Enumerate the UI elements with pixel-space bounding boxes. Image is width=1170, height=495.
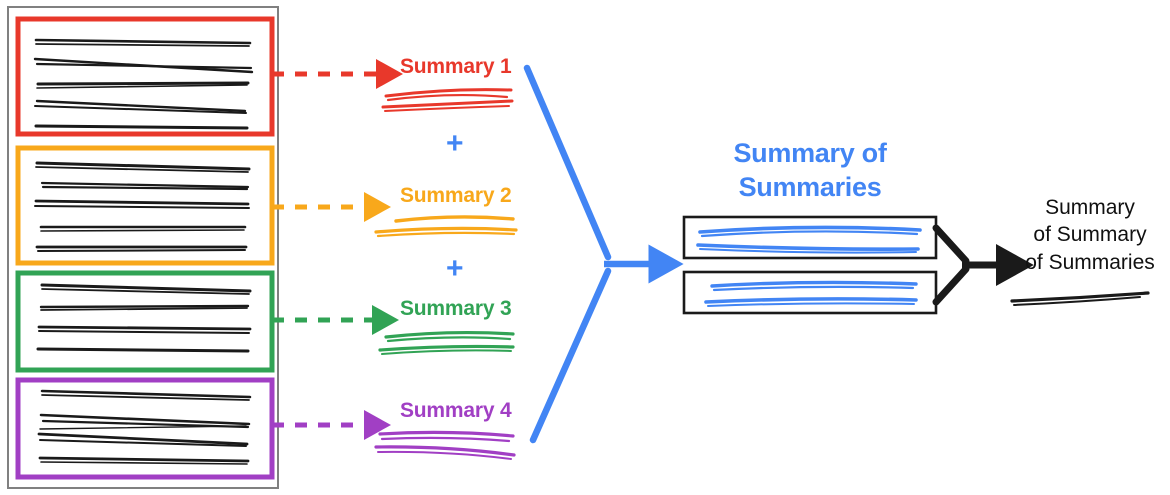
summary-of-summaries-box-1[interactable] <box>682 215 938 260</box>
final-summary-title-line-2: of Summary <box>1033 223 1147 247</box>
final-summary-title-line-3: of Summaries <box>1025 250 1155 274</box>
summary-squiggle-1 <box>381 88 514 112</box>
final-merge-arrow-black <box>932 224 1034 306</box>
summary-of-summaries-title-line-1: Summary of <box>733 138 887 168</box>
summary-label-1[interactable]: Summary 1 <box>400 55 512 78</box>
summary-squiggle-4 <box>374 430 516 460</box>
summary-squiggle-2 <box>374 215 518 238</box>
summary-of-summaries-squiggle-2 <box>704 280 918 307</box>
summary-label-2[interactable]: Summary 2 <box>400 184 512 207</box>
source-lines-group-1 <box>33 38 254 130</box>
source-lines-group-4 <box>37 389 252 465</box>
source-lines-group-3 <box>36 283 252 353</box>
summary-squiggle-3 <box>378 330 515 355</box>
source-group-box-1[interactable] <box>15 16 275 137</box>
final-summary-title-line-1: Summary <box>1045 196 1135 219</box>
summary-label-3[interactable]: Summary 3 <box>400 297 512 320</box>
plus-operator-2: + <box>446 252 464 285</box>
summary-of-summaries-squiggle-1 <box>696 225 922 254</box>
summary-of-summaries-title-line-2: Summaries <box>738 171 882 202</box>
summary-of-summaries-title: Summary of Summaries <box>695 137 925 205</box>
source-documents-outer-box <box>7 6 279 489</box>
source-lines-group-2 <box>34 161 251 252</box>
plus-operator-1: + <box>446 127 464 160</box>
summary-of-summaries-box-2[interactable] <box>682 270 938 315</box>
final-summary-title: Summary of Summary of Summaries <box>1000 194 1170 276</box>
summary-label-4[interactable]: Summary 4 <box>400 399 512 422</box>
merge-arrow-blue <box>523 64 684 444</box>
final-summary-squiggle <box>1010 291 1150 306</box>
